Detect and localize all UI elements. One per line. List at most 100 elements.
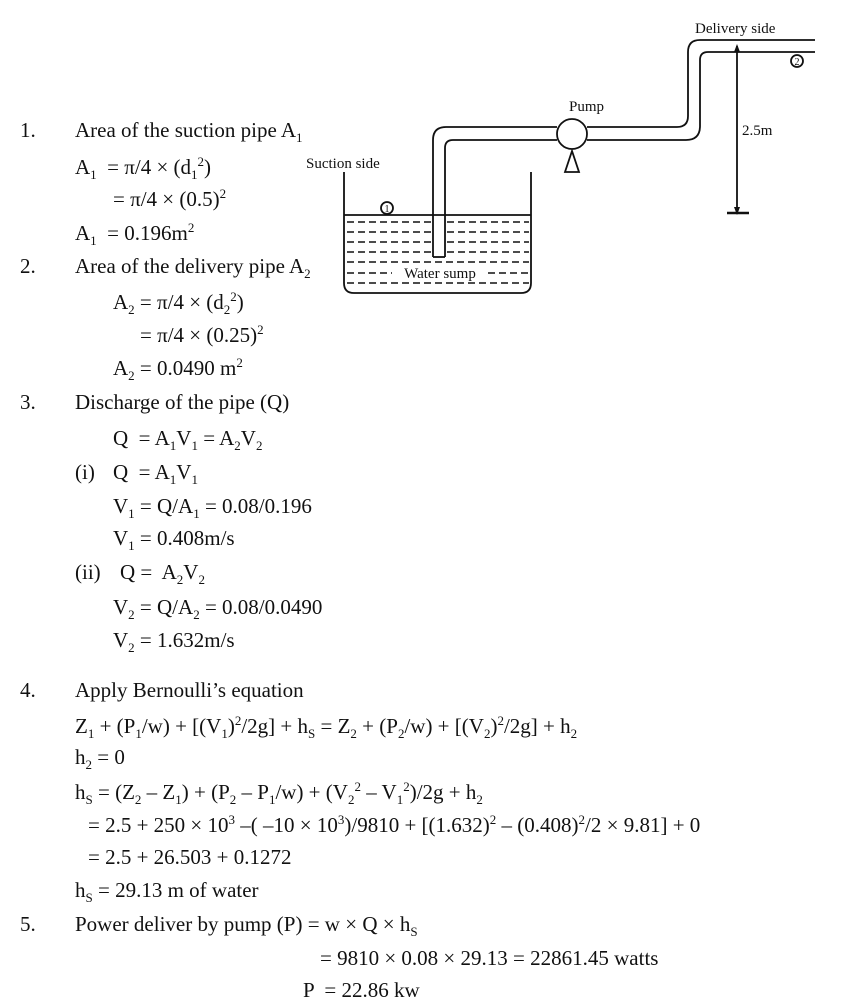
text-segment: = 2.5 + 26.503 + 0.1272 (88, 845, 292, 869)
subscript: 2 (476, 792, 483, 807)
equation-line: = 2.5 + 26.503 + 0.1272 (88, 844, 292, 870)
text-segment: – (0.408) (496, 813, 579, 837)
equation-line: = π/4 × (0.5)2 (113, 186, 226, 212)
subscript: 2 (198, 572, 205, 587)
text-segment: = Q/A (134, 494, 194, 518)
text-segment: /2 × 9.81] + 0 (585, 813, 701, 837)
superscript: 2 (197, 154, 205, 169)
text-segment: = 1.632m/s (134, 628, 235, 652)
text-segment: Discharge of the pipe (Q) (75, 390, 290, 414)
subscript: 1 (191, 167, 198, 182)
point-1-label: 1 (385, 204, 390, 215)
subscript: 1 (128, 506, 135, 521)
subscript: 2 (128, 302, 135, 317)
superscript: 2 (403, 779, 410, 794)
equation-line: V2 = 1.632m/s (113, 627, 235, 655)
text-segment: ) (490, 714, 498, 738)
subscript: 1 (90, 167, 97, 182)
step-number: (ii) (75, 560, 101, 584)
superscript: 3 (337, 812, 345, 827)
text-segment: = 0.0490 m (134, 356, 237, 380)
subscript: 1 (396, 792, 404, 807)
subscript: 2 (134, 792, 142, 807)
text-segment: + (P (94, 714, 136, 738)
subscript: 2 (255, 438, 263, 453)
equation-line: hS = (Z2 – Z1) + (P2 – P1/w) + (V22 – V1… (75, 779, 483, 807)
subscript: 2 (397, 726, 405, 741)
text-segment: /2g] + h (241, 714, 309, 738)
subscript: 1 (135, 726, 142, 741)
equation-line: Discharge of the pipe (Q) (75, 389, 289, 415)
text-segment: = π/4 × (0.25) (140, 323, 258, 347)
text-segment: – V (360, 780, 397, 804)
equation-line: A2 = 0.0490 m2 (113, 355, 243, 382)
subscript: 1 (268, 792, 276, 807)
superscript: 2 (257, 322, 264, 337)
suction-pipe (432, 126, 557, 257)
text-segment: = 2.5 + 250 × 10 (88, 813, 229, 837)
subscript: 2 (304, 266, 311, 281)
step-number: 3. (20, 390, 36, 414)
subscript: 1 (175, 792, 182, 807)
step-number: 4. (20, 678, 36, 702)
text-segment: = 0 (92, 745, 125, 769)
subscript: 1 (221, 726, 228, 741)
step-number: (i) (75, 460, 95, 484)
text-segment: ) (236, 290, 244, 314)
equation-line: V1 = Q/A1 = 0.08/0.196 (113, 493, 312, 521)
text-segment: V (176, 426, 192, 450)
text-segment: V (176, 460, 192, 484)
text-segment: + (P (356, 714, 398, 738)
text-segment: Area of the suction pipe A (75, 118, 297, 142)
equation-line: = 2.5 + 250 × 103 –( –10 × 103)/9810 + [… (88, 812, 700, 838)
text-segment: V (113, 494, 129, 518)
text-segment: h (75, 878, 86, 902)
text-segment: A (113, 290, 129, 314)
step-number: 2. (20, 254, 36, 278)
subscript: 1 (296, 130, 303, 145)
subscript: 2 (350, 726, 357, 741)
superscript: 2 (354, 779, 361, 794)
subscript: 1 (169, 472, 177, 487)
text-segment: – Z (141, 780, 176, 804)
text-segment: ) + (P (181, 780, 230, 804)
text-segment: = π/4 × (d (96, 155, 192, 179)
text-segment: )/2g + h (409, 780, 477, 804)
text-segment: = Z (315, 714, 351, 738)
subscript: 2 (193, 607, 200, 622)
text-segment: A (75, 155, 91, 179)
subscript: 1 (128, 538, 135, 553)
text-segment: = (Z (92, 780, 135, 804)
superscript: 3 (228, 812, 236, 827)
pump-stand-icon (563, 148, 581, 173)
superscript: 2 (489, 812, 497, 827)
equation-line: A1 = 0.196m2 (75, 220, 195, 247)
pump-system-diagram: Delivery side Pump Suction side Water su… (306, 21, 815, 294)
superscript: 2 (578, 812, 586, 827)
equation-line: V2 = Q/A2 = 0.08/0.0490 (113, 594, 322, 622)
delivery-side-label: Delivery side (695, 21, 776, 37)
equation-line: P = 22.86 kw (303, 977, 420, 1003)
equation-line: Power deliver by pump (P) = w × Q × hS (75, 911, 418, 938)
equation-line: Area of the delivery pipe A2 (75, 253, 311, 281)
superscript: 2 (187, 220, 195, 235)
subscript: S (85, 792, 93, 807)
superscript: 2 (497, 713, 504, 728)
equation-line: A2 = π/4 × (d22) (113, 289, 244, 317)
subscript: 2 (128, 640, 135, 655)
text-segment: = 0.408m/s (134, 526, 235, 550)
text-segment: Z (75, 714, 88, 738)
text-segment: V (113, 628, 129, 652)
step-number: 1. (20, 118, 36, 142)
text-segment: = π/4 × (0.5) (113, 187, 220, 211)
subscript: 2 (347, 792, 355, 807)
text-segment: = 29.13 m of water (92, 878, 259, 902)
superscript: 2 (236, 355, 243, 370)
text-segment: V (113, 526, 129, 550)
point-2-label: 2 (795, 57, 800, 68)
superscript: 2 (230, 289, 237, 304)
text-segment: ) (204, 155, 212, 179)
equation-line: Apply Bernoulli’s equation (75, 677, 304, 703)
text-segment: = 9810 × 0.08 × 29.13 = 22861.45 watts (320, 946, 659, 970)
subscript: 1 (191, 472, 198, 487)
